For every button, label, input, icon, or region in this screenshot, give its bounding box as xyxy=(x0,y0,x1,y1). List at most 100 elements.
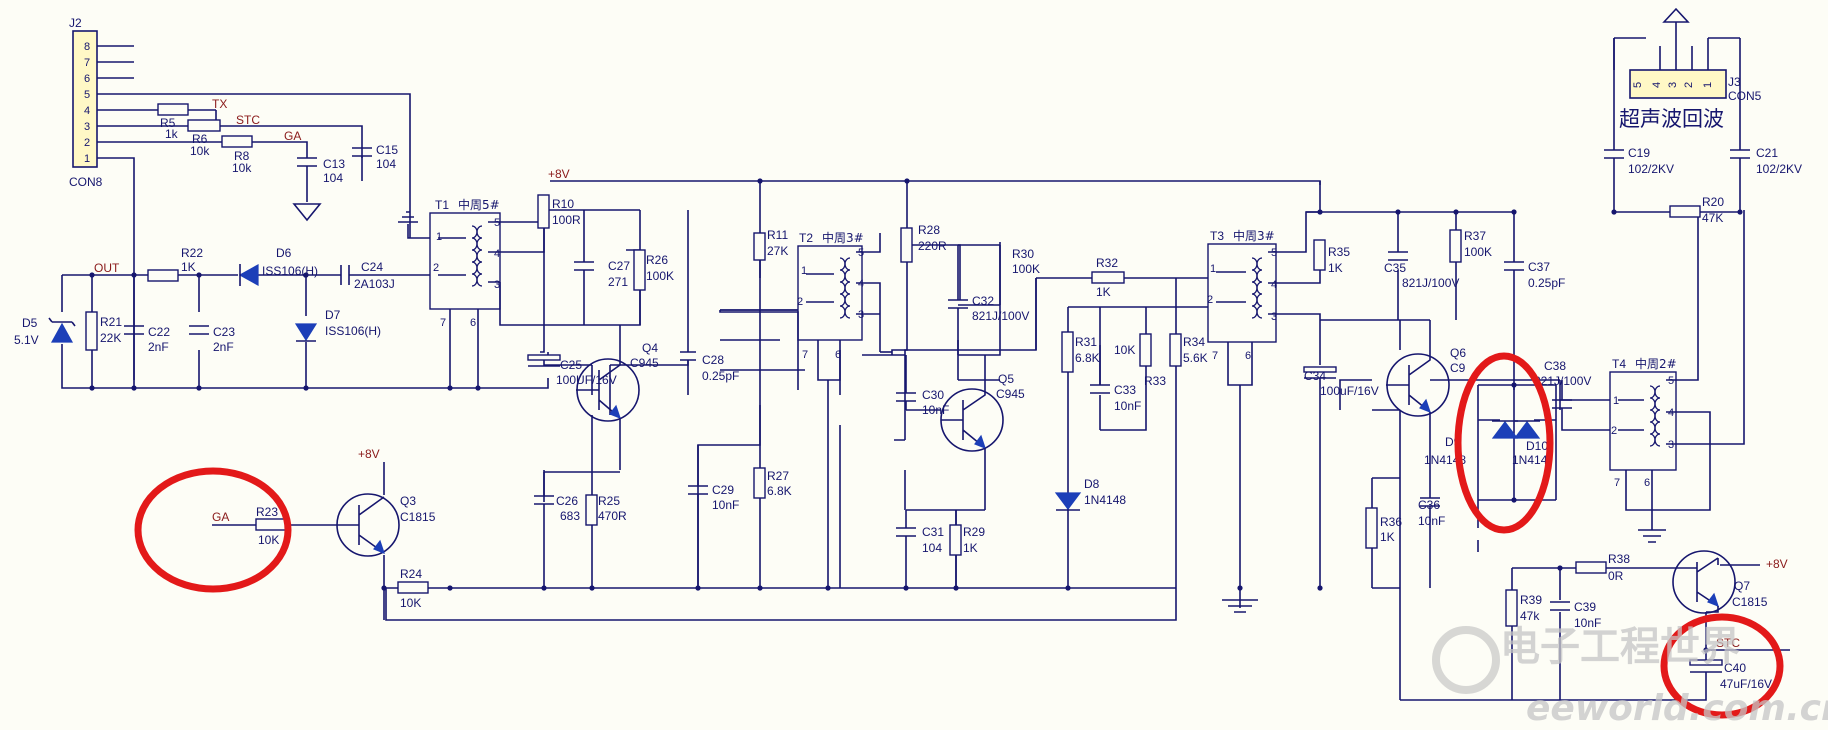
r20-value: 47K xyxy=(1702,211,1723,225)
d9: D9 1N4148 xyxy=(1424,420,1519,467)
t2-pin-5: 5 xyxy=(858,247,864,259)
d6-value: ISS106(H) xyxy=(262,264,318,278)
c23-ref: C23 xyxy=(213,325,235,339)
r5-ref: R5 xyxy=(160,116,176,130)
c39: C39 10nF xyxy=(1550,600,1601,630)
j3-pin-3: 3 xyxy=(1667,82,1679,88)
t4-name: 中周2# xyxy=(1635,356,1677,371)
r32-value: 1K xyxy=(1096,285,1111,299)
r38-value: 0R xyxy=(1608,569,1624,583)
c22-value: 2nF xyxy=(148,340,169,354)
t3-pin-4: 4 xyxy=(1271,279,1277,291)
c34-ref: C34 xyxy=(1304,369,1326,383)
c40: C40 47uF/16V xyxy=(1689,659,1772,691)
c21-ref: C21 xyxy=(1756,146,1778,160)
c33-ref: C33 xyxy=(1114,383,1136,397)
r25-ref: R25 xyxy=(598,494,620,508)
c31-ref: C31 xyxy=(922,525,944,539)
c26-value: 683 xyxy=(560,509,580,523)
q7-ref: Q7 xyxy=(1734,579,1750,593)
t1-ref: T1 xyxy=(435,198,449,212)
c27-value: 271 xyxy=(608,275,628,289)
stage3-wiring xyxy=(385,278,1177,621)
r37-value: 100K xyxy=(1464,245,1492,259)
c26: C26 683 xyxy=(534,472,580,523)
t3-name: 中周3# xyxy=(1233,228,1275,243)
r34-value: 5.6K xyxy=(1183,351,1208,365)
j2-type: CON8 xyxy=(69,175,103,189)
c25: C25 100UF/16V xyxy=(527,354,617,387)
net-label-vcc-q3: +8V xyxy=(358,447,380,461)
net-label-vcc-q7: +8V xyxy=(1766,557,1788,571)
r5: R5 1k xyxy=(157,103,189,141)
r22: R22 1K xyxy=(147,246,203,282)
c13: C13 104 xyxy=(297,157,345,185)
d5-value: 5.1V xyxy=(14,333,39,347)
t4-pin-6: 6 xyxy=(1644,477,1650,489)
c40-value: 47uF/16V xyxy=(1720,677,1772,691)
t2-pin-6: 6 xyxy=(835,349,841,361)
c38-value: 821J/100V xyxy=(1534,374,1591,388)
c35-ref: C35 xyxy=(1384,261,1406,275)
c37-ref: C37 xyxy=(1528,260,1550,274)
t2-pin-4: 4 xyxy=(858,278,864,290)
c37-value: 0.25pF xyxy=(1528,276,1565,290)
t4-pin-2: 2 xyxy=(1611,425,1617,437)
r8-value: 10k xyxy=(232,161,252,175)
c36: C36 10nF xyxy=(1418,478,1445,588)
net-label-stc: STC xyxy=(236,113,260,127)
q6-value: C9 xyxy=(1450,361,1466,375)
j2-pin-1: 1 xyxy=(84,153,90,165)
output-stage-wiring xyxy=(61,274,549,389)
t1-pin-2: 2 xyxy=(433,262,439,274)
r21-ref: R21 xyxy=(100,315,122,329)
j3-pin-1: 1 xyxy=(1702,82,1714,88)
q6: Q6 C9 xyxy=(1386,346,1466,478)
r37: R37 100K xyxy=(1449,229,1492,263)
q3: Q3 C1815 xyxy=(336,493,436,557)
c30: C30 10nF xyxy=(896,355,949,417)
r30-value: 100K xyxy=(1012,262,1040,276)
c21-value: 102/2KV xyxy=(1756,162,1802,176)
c32-value: 821J/100V xyxy=(972,309,1029,323)
t2-pin-2: 2 xyxy=(797,296,803,308)
t4-pin-4: 4 xyxy=(1668,407,1674,419)
c28-value: 0.25pF xyxy=(702,369,739,383)
d7-ref: D7 xyxy=(325,308,341,322)
t2-pin-3: 3 xyxy=(858,309,864,321)
c33-value: 10nF xyxy=(1114,399,1141,413)
r33-ref: R33 xyxy=(1144,374,1166,388)
c19: C19 102/2KV xyxy=(1604,146,1674,212)
d7-value: ISS106(H) xyxy=(325,324,381,338)
r24-value: 10K xyxy=(400,596,421,610)
t1-pin-4: 4 xyxy=(494,248,500,260)
d8: D8 1N4148 xyxy=(1054,477,1126,511)
d10-ref: D10 xyxy=(1526,439,1548,453)
r35-value: 1K xyxy=(1328,261,1343,275)
c27-ref: C27 xyxy=(608,259,630,273)
net-label-stc-out: STC xyxy=(1716,636,1740,650)
c35: C35 821J/100V xyxy=(1384,251,1459,290)
net-label-out: OUT xyxy=(94,261,120,275)
c15: C15 104 xyxy=(352,143,398,174)
r32: R32 1K xyxy=(1091,256,1125,299)
j2-pin-6: 6 xyxy=(84,73,90,85)
r28: R28 220R xyxy=(900,223,961,300)
t4-pin-1: 1 xyxy=(1613,395,1619,407)
r21-value: 22K xyxy=(100,331,121,345)
c31-value: 104 xyxy=(922,541,942,555)
r36-value: 1K xyxy=(1380,530,1395,544)
t2-ref: T2 xyxy=(799,231,813,245)
d8-ref: D8 xyxy=(1084,477,1100,491)
j3-pin-2: 2 xyxy=(1683,82,1695,88)
r29-ref: R29 xyxy=(963,525,985,539)
t1-pin-3: 3 xyxy=(494,279,500,291)
r30-ref: R30 xyxy=(1012,247,1034,261)
transformer-t1: T1 中周5# 1 2 5 4 3 7 6 xyxy=(398,197,501,388)
c38: C38 821J/100V xyxy=(1513,359,1610,431)
connector-j3: 5 4 3 2 1 J3 CON5 超声波回波 xyxy=(1613,7,1762,150)
q5-value: C945 xyxy=(996,387,1025,401)
c39-value: 10nF xyxy=(1574,616,1601,630)
c25-value: 100UF/16V xyxy=(556,373,617,387)
